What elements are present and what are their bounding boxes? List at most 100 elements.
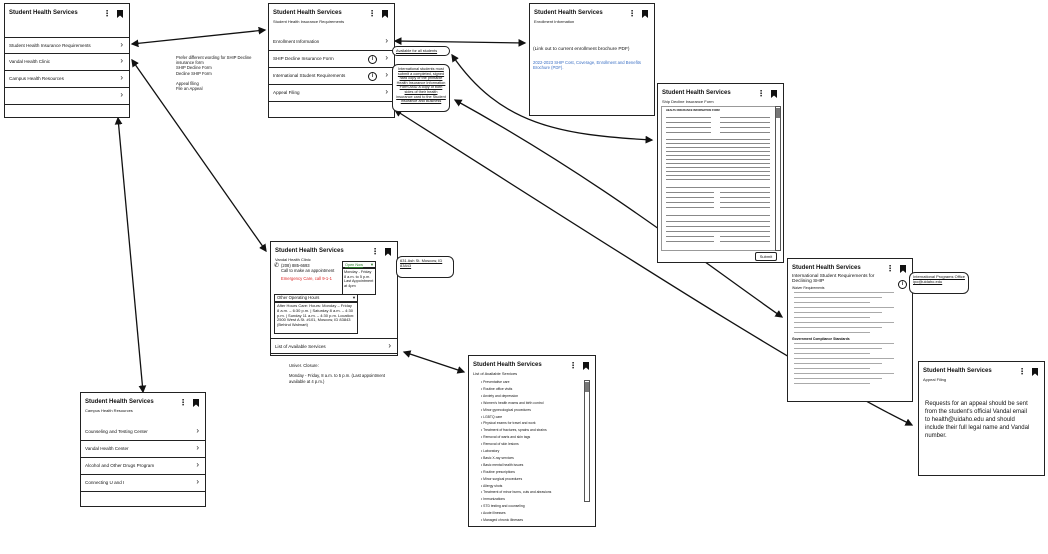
call-text: Call to make an appointment (281, 268, 335, 273)
arrow-clinic-services (402, 350, 466, 374)
enrollment-body: (Link out to current enrollment brochure… (533, 47, 630, 52)
more-menu-icon[interactable]: ⋮ (103, 9, 111, 18)
list-item: • Removal of warts and skin tags (481, 435, 531, 440)
section-waiver: Waiver Requirements (792, 286, 825, 290)
list-item: • Women's health exams and birth control (481, 400, 544, 405)
chevron-right-icon: › (120, 40, 123, 49)
chevron-right-icon: › (388, 341, 391, 350)
menu-item-counseling[interactable]: Counseling and Testing Center› (81, 424, 205, 441)
menu-item-resources[interactable]: Campus Health Resources› (5, 71, 129, 88)
menu-item-connecting[interactable]: Connecting U and I› (81, 475, 205, 492)
more-menu-icon[interactable]: ⋮ (1018, 367, 1026, 376)
menu-item-alcohol-drugs[interactable]: Alcohol and Other Drugs Program› (81, 458, 205, 475)
menu-item-enrollment[interactable]: Enrollment Information› (269, 34, 394, 51)
list-item: • Routine prescriptions (481, 469, 515, 474)
more-menu-icon[interactable]: ⋮ (179, 398, 187, 407)
clinic-phone[interactable]: (208) 885-6693 (281, 263, 310, 268)
submit-button[interactable]: Submit (755, 252, 777, 261)
info-icon[interactable]: i (898, 280, 907, 289)
more-menu-icon[interactable]: ⋮ (757, 89, 765, 98)
list-item: • Allergy shots (481, 483, 503, 488)
open-now-dropdown[interactable]: Open Now▼ (342, 261, 376, 268)
chevron-right-icon: › (385, 87, 388, 96)
list-item: • Preventative care (481, 380, 510, 384)
form-document: HEALTH INSURANCE INFORMATION FORM (661, 106, 776, 251)
note-wording: Prefer different wording for SHIP Declin… (176, 55, 252, 92)
arrow-insurance-enrollment (393, 37, 527, 47)
arrow-home-clinic (131, 58, 267, 253)
other-hours-dropdown[interactable]: Other Operating Hours▼ (274, 294, 358, 302)
info-icon[interactable]: i (368, 72, 377, 81)
bookmark-icon[interactable] (382, 10, 388, 18)
text-line (794, 307, 894, 308)
text-line (794, 297, 882, 298)
text-line (794, 292, 894, 293)
text-line (794, 317, 870, 318)
callout-international: International students must submit a com… (392, 64, 450, 112)
more-menu-icon[interactable]: ⋮ (628, 9, 636, 18)
list-item: • Basic X-ray services (481, 455, 514, 460)
text-line (794, 363, 882, 364)
text-line (794, 327, 882, 328)
chevron-right-icon: › (120, 56, 123, 65)
chevron-right-icon: › (120, 73, 123, 82)
more-menu-icon[interactable]: ⋮ (886, 264, 894, 273)
callout-ipo: International Programs Office ipo@uidaho… (909, 272, 969, 294)
screen-subtitle: Campus Health Resources (85, 408, 133, 413)
screen-home: Student Health Services ⋮ Student Health… (4, 3, 130, 118)
dropdown-arrow-icon: ▼ (370, 262, 374, 267)
menu-item-clinic[interactable]: Vandal Health Clinic› (5, 54, 129, 71)
screen-enrollment: Student Health Services Enrollment Infor… (529, 3, 655, 116)
bookmark-icon[interactable] (193, 399, 199, 407)
chevron-right-icon: › (196, 477, 199, 486)
menu-item-empty[interactable]: › (5, 88, 129, 105)
text-line (794, 348, 882, 349)
list-item: • Treatment of fractures, sprains and st… (481, 428, 547, 433)
bookmark-icon[interactable] (385, 248, 391, 256)
more-menu-icon[interactable]: ⋮ (371, 247, 379, 256)
bookmark-icon[interactable] (771, 90, 777, 98)
emergency-text: Emergency Care, call 9-1-1 (281, 276, 332, 281)
menu-item-insurance[interactable]: Student Health Insurance Requirements› (5, 37, 129, 54)
list-item: • Basic mental health issues (481, 462, 524, 467)
bookmark-icon[interactable] (117, 10, 123, 18)
text-line (794, 332, 870, 333)
bookmark-icon[interactable] (642, 10, 648, 18)
bookmark-icon[interactable] (900, 265, 906, 273)
screen-decline-form: Student Health Services Ship Decline Ins… (657, 83, 784, 263)
chevron-right-icon: › (196, 443, 199, 452)
menu-item-appeal[interactable]: Appeal Filing› (269, 85, 394, 102)
scrollbar[interactable] (584, 380, 590, 502)
bookmark-icon[interactable] (1032, 368, 1038, 376)
screen-insurance: Student Health Services Student Health I… (268, 3, 395, 118)
form-heading: HEALTH INSURANCE INFORMATION FORM (666, 109, 720, 112)
bookmark-icon[interactable] (583, 362, 589, 370)
text-line (794, 322, 894, 323)
menu-item-health-center[interactable]: Vandal Health Center› (81, 441, 205, 458)
callout-available: Available for all students (392, 46, 450, 56)
more-menu-icon[interactable]: ⋮ (569, 361, 577, 370)
text-line (794, 378, 882, 379)
list-item: • Minor surgical procedures (481, 476, 523, 481)
scrollbar[interactable] (775, 106, 781, 251)
other-hours-panel: After Hours Care: Hours: Monday – Friday… (274, 302, 358, 334)
text-line (794, 302, 870, 303)
arrow-home-insurance (130, 26, 267, 48)
list-item: • Laboratory (481, 449, 500, 453)
info-icon[interactable]: i (368, 55, 377, 64)
brochure-link[interactable]: 2022-2023 SHIP Cost, Coverage, Enrollmen… (533, 60, 641, 70)
list-item: • Immunizations (481, 497, 505, 502)
app-title: Student Health Services (9, 10, 78, 16)
text-line (794, 383, 870, 384)
hours-dropdown-panel: Monday - Friday 8 a.m. to 5 p.m. Last Ap… (342, 268, 376, 295)
list-item: • Minor gynecological procedures (481, 407, 532, 412)
screen-subtitle: Ship Decline Insurance Form (662, 99, 714, 104)
screen-services: Student Health Services List of Availabl… (468, 355, 596, 527)
more-menu-icon[interactable]: ⋮ (368, 9, 376, 18)
list-item: • Routine office visits (481, 386, 513, 391)
services-list-link[interactable]: List of Available Services› (271, 338, 397, 354)
text-line (794, 358, 894, 359)
